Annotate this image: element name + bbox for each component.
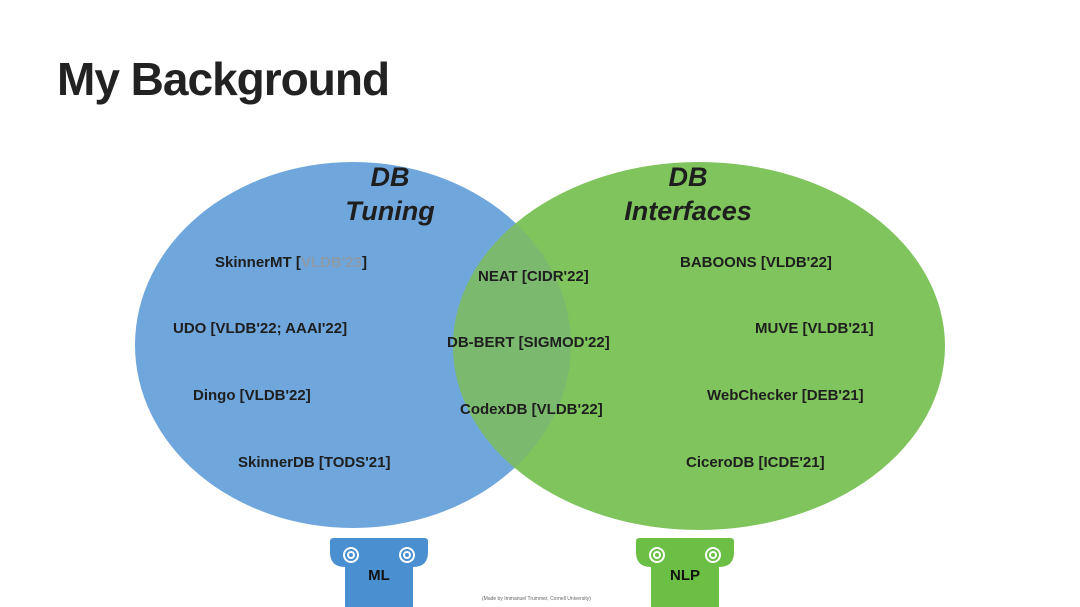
item-codexdb: CodexDB [VLDB'22] — [460, 401, 603, 418]
set-title-db-interfaces-line1: DB — [668, 162, 708, 192]
item-baboons: BABOONS [VLDB'22] — [680, 254, 832, 271]
circle-db-tuning — [135, 162, 571, 528]
set-title-db-tuning-line1: DB — [370, 162, 410, 192]
pillar-nlp-capital — [636, 538, 734, 567]
item-db-bert: DB-BERT [SIGMOD'22] — [447, 334, 610, 351]
item-cicerodb: CiceroDB [ICDE'21] — [686, 454, 825, 471]
item-skinnermt-close: ] — [361, 254, 367, 271]
item-udo: UDO [VLDB'22; AAAI'22] — [173, 320, 348, 337]
item-dingo: Dingo [VLDB'22] — [193, 387, 311, 404]
item-skinnermt-name: SkinnerMT [ — [215, 254, 301, 271]
set-title-db-tuning: DB Tuning — [330, 160, 450, 228]
item-skinnermt: SkinnerMT [VLDB'23] — [215, 254, 367, 271]
set-title-db-interfaces-line2: Interfaces — [624, 196, 752, 226]
pillar-ml-capital — [330, 538, 428, 567]
image-credit: (Made by Immanuel Trummer, Cornell Unive… — [482, 596, 591, 602]
item-skinnerdb: SkinnerDB [TODS'21] — [238, 454, 391, 471]
pillar-nlp — [636, 538, 734, 607]
slide-title: My Background — [57, 53, 390, 105]
pillar-nlp-shaft — [651, 560, 719, 607]
circle-db-interfaces — [453, 162, 945, 530]
ionic-scroll-left-icon — [343, 547, 415, 563]
ionic-scroll-right-icon — [649, 547, 721, 563]
pillar-ml — [330, 538, 428, 607]
pillar-ml-shaft — [345, 560, 413, 607]
item-skinnermt-venue: VLDB'23 — [300, 254, 362, 271]
item-webchecker: WebChecker [DEB'21] — [707, 387, 864, 404]
set-title-db-interfaces: DB Interfaces — [610, 160, 766, 228]
item-muve: MUVE [VLDB'21] — [755, 320, 874, 337]
set-title-db-tuning-line2: Tuning — [345, 196, 435, 226]
item-neat: NEAT [CIDR'22] — [478, 268, 589, 285]
pillar-label-nlp: NLP — [670, 567, 700, 584]
pillar-label-ml: ML — [368, 567, 390, 584]
